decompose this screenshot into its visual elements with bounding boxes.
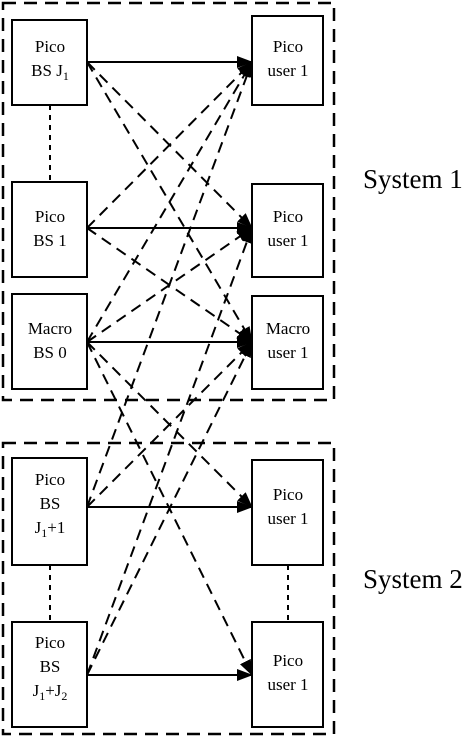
node-pico-bs-j1-plus-j2: Pico BS J1+J2 [11,621,88,728]
system-1-label: System 1 [363,164,463,194]
node-pico-bs-1: Pico BS 1 [11,181,88,278]
interference-link-macro_bs_0-to-pico_user_1_a [86,61,253,343]
node-macro-bs-0: Macro BS 0 [11,293,88,390]
node-pico-user-1-a: Pico user 1 [251,15,324,106]
interference-link-pico_bs_j1p1-to-macro_user_1 [86,341,253,508]
svg-text:J1+1: J1+1 [35,518,66,540]
svg-text:BS: BS [40,494,61,513]
system-2-label: System 2 [363,564,463,594]
svg-text:Pico: Pico [35,470,65,489]
svg-text:Pico: Pico [273,37,303,56]
interference-link-pico_bs_j1pj2-to-pico_user_1_b [86,227,253,676]
node-pico-bs-j1: Pico BS J1 [11,19,88,106]
svg-text:user 1: user 1 [267,231,308,250]
links-layer [86,56,253,681]
svg-text:user 1: user 1 [267,61,308,80]
svg-text:user 1: user 1 [267,343,308,362]
svg-text:Pico: Pico [273,651,303,670]
svg-text:J1+J2: J1+J2 [33,681,68,703]
node-pico-user-1-b: Pico user 1 [251,183,324,278]
svg-text:BS J1: BS J1 [31,61,69,83]
interference-link-pico_bs_1-to-pico_user_1_a [86,61,253,229]
svg-text:user 1: user 1 [267,509,308,528]
node-pico-user-1-d: Pico user 1 [251,621,324,728]
svg-text:Pico: Pico [35,633,65,652]
svg-text:user 1: user 1 [267,675,308,694]
node-macro-user-1: Macro user 1 [251,295,324,390]
interference-link-pico_bs_j1pj2-to-macro_user_1 [86,341,253,676]
svg-text:BS 1: BS 1 [33,231,67,250]
svg-text:Pico: Pico [35,207,65,226]
svg-text:Pico: Pico [273,485,303,504]
svg-text:Macro: Macro [266,319,310,338]
node-pico-bs-j1-plus-1: Pico BS J1+1 [11,457,88,566]
svg-text:BS 0: BS 0 [33,343,67,362]
svg-text:BS: BS [40,657,61,676]
svg-text:Macro: Macro [28,319,72,338]
system-1-boundary [1,1,336,402]
interference-link-pico_bs_j1p1-to-pico_user_1_a [86,61,253,508]
node-pico-user-1-c: Pico user 1 [251,459,324,566]
system-2-boundary [1,441,336,736]
svg-text:Pico: Pico [273,207,303,226]
svg-text:Pico: Pico [35,37,65,56]
